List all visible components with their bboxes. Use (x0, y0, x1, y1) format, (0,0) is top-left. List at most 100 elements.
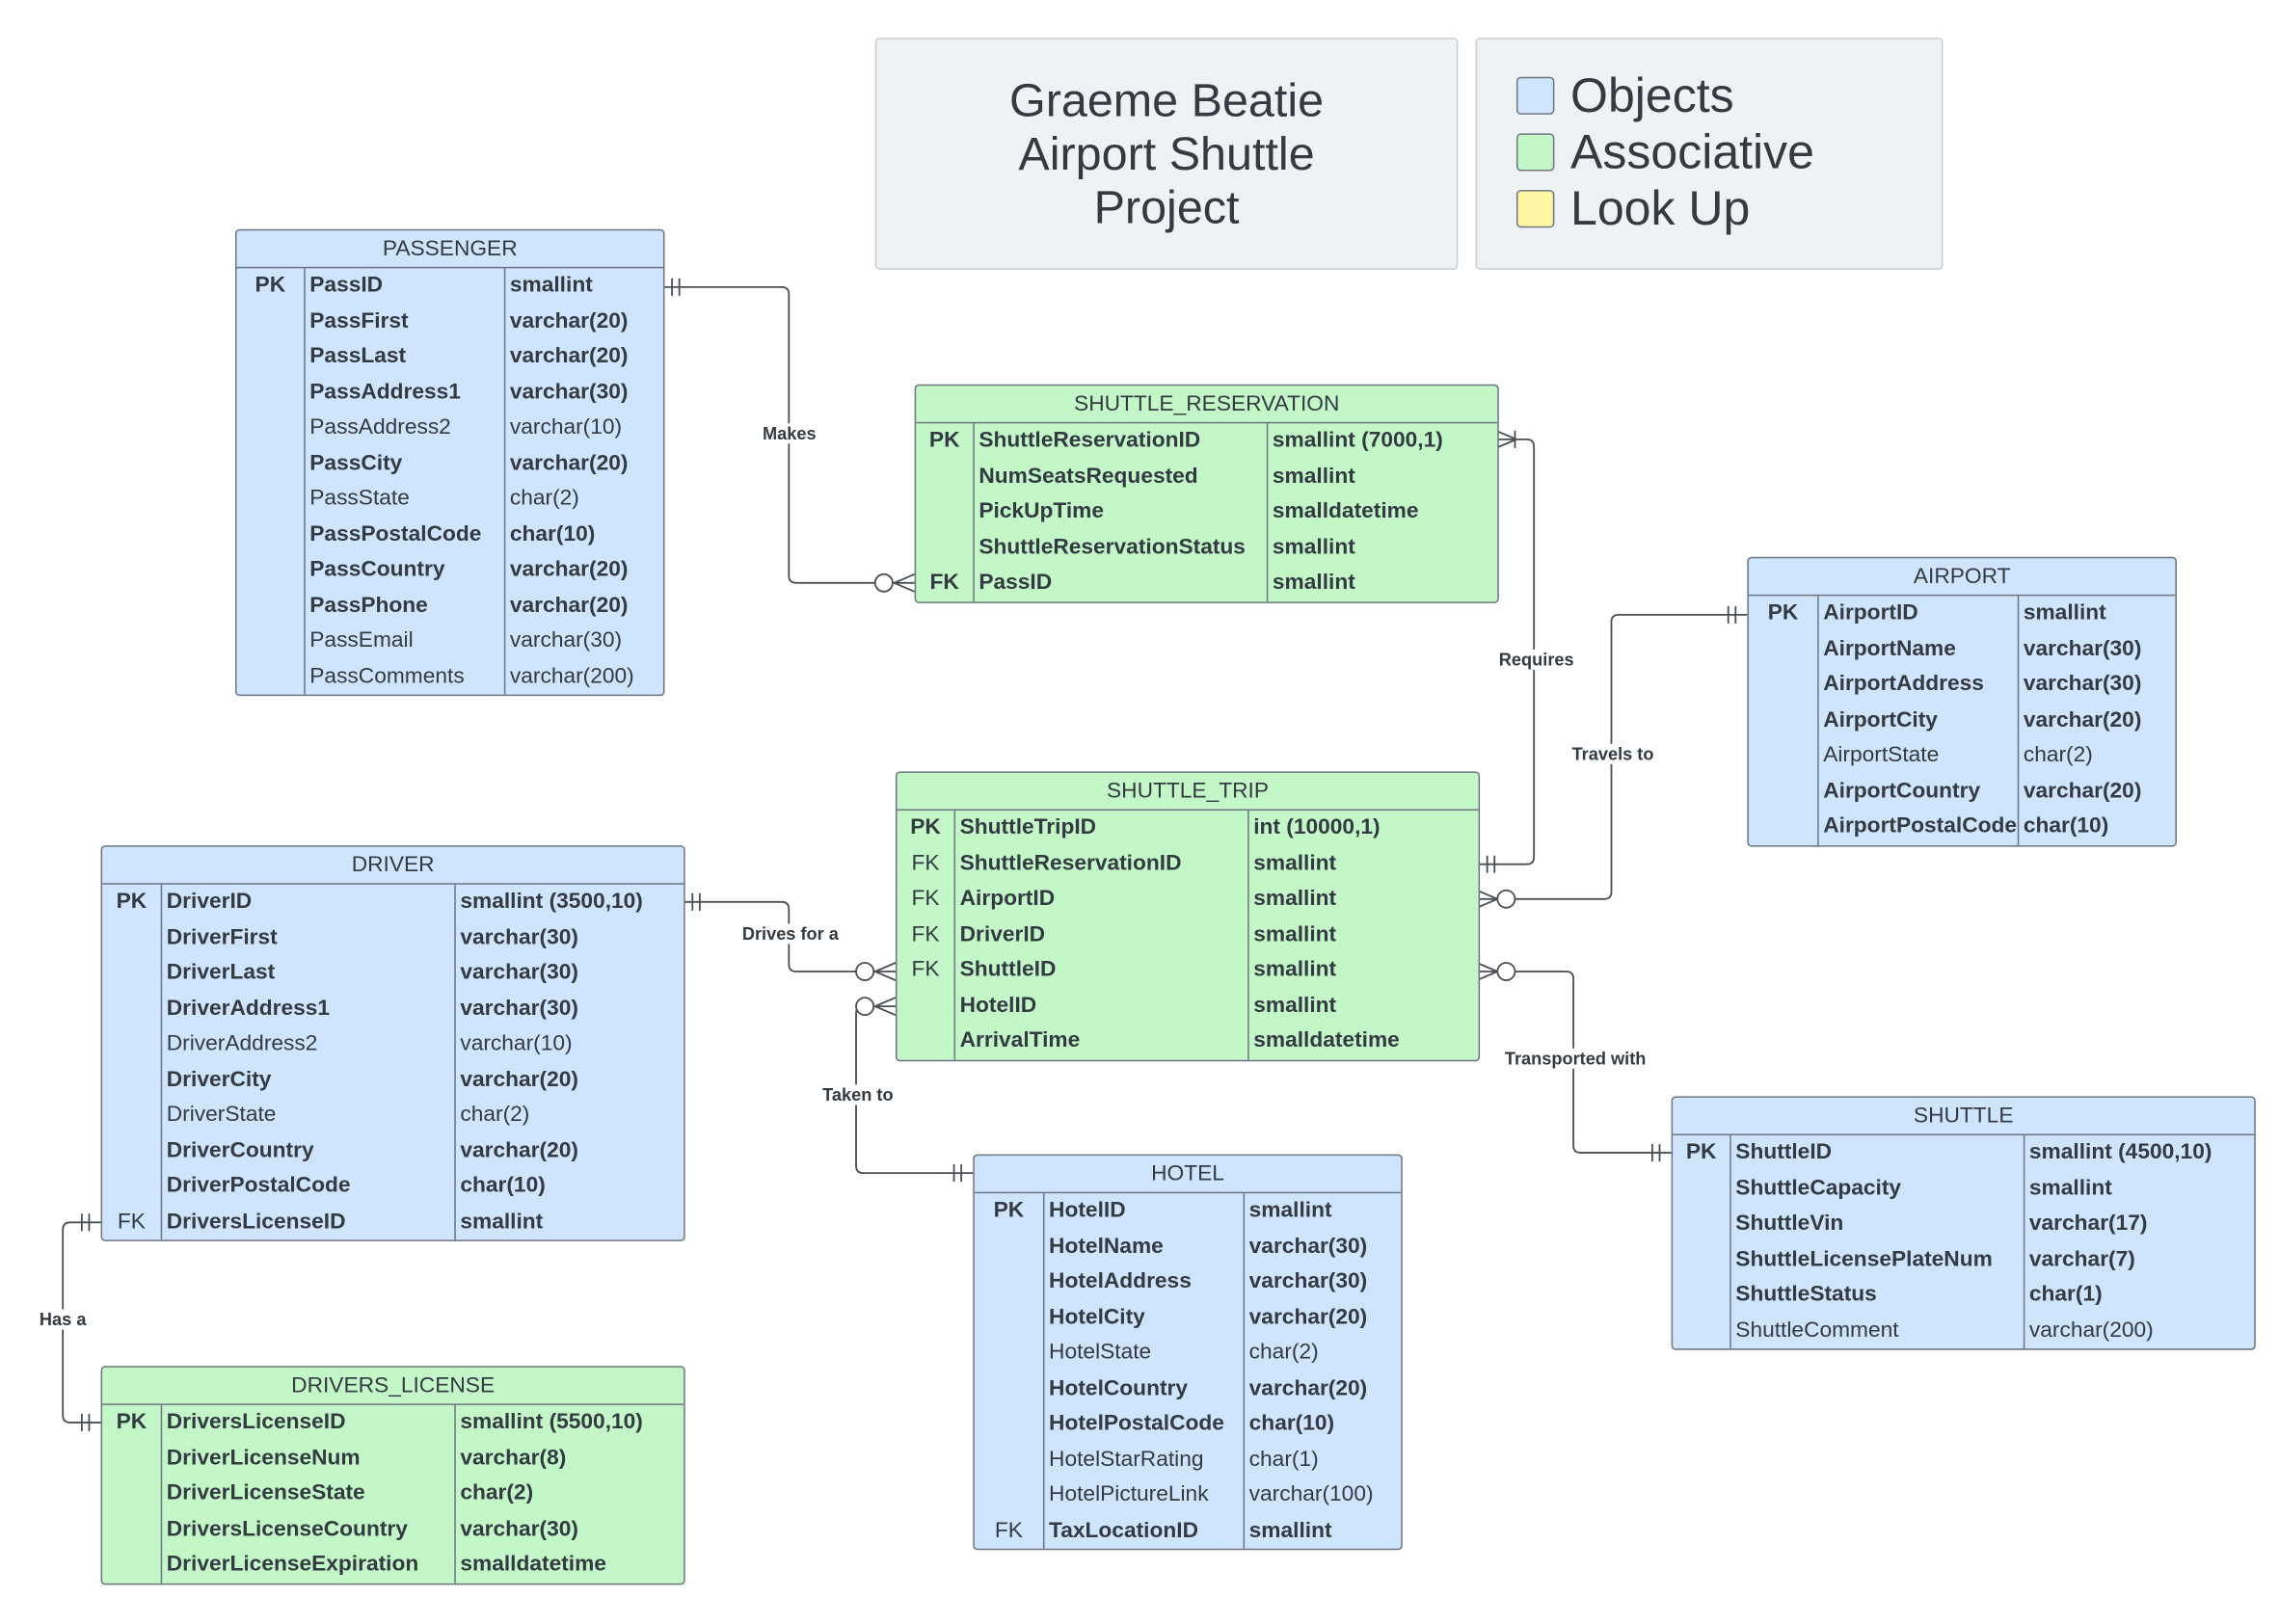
field-name: ShuttleTripID (959, 814, 1097, 840)
field-name: DriverCity (166, 1066, 272, 1092)
field-type: varchar(30) (509, 627, 623, 653)
field-type: varchar(10) (509, 414, 623, 439)
field-type: varchar(20) (509, 556, 629, 582)
field-type: smallint (2023, 599, 2106, 626)
field-name: ShuttleReservationID (979, 427, 1201, 453)
field-name: PassCity (309, 450, 403, 475)
column-divider (1817, 596, 1819, 845)
diagram-title: Graeme Beatie Airport Shuttle Project (1008, 72, 1325, 233)
legend-swatch-objects (1515, 76, 1555, 115)
field-name: DriverID (959, 921, 1046, 946)
field-type: char(10) (2023, 813, 2109, 839)
field-type: varchar(10) (460, 1030, 573, 1056)
field-type: smallint (1253, 956, 1337, 982)
column-divider (973, 423, 975, 601)
field-type: smallint (1248, 1197, 1332, 1223)
entity-title: DRIVERS_LICENSE (102, 1368, 684, 1405)
legend-swatch-look-up (1515, 190, 1555, 228)
field-key: FK (911, 956, 940, 982)
field-row[interactable]: HotelName varchar(30) (975, 1229, 1401, 1265)
field-name: PassComments (309, 663, 465, 688)
field-name: PickUpTime (979, 498, 1105, 524)
field-type: varchar(20) (509, 592, 629, 618)
field-key: PK (1685, 1139, 1717, 1165)
field-type: smallint (460, 1209, 544, 1234)
field-type: varchar(30) (1248, 1233, 1368, 1259)
field-type: smalldatetime (1253, 1027, 1400, 1053)
field-name: DriverLicenseState (166, 1480, 365, 1505)
field-name: HotelName (1049, 1233, 1164, 1259)
field-key: FK (994, 1517, 1023, 1543)
